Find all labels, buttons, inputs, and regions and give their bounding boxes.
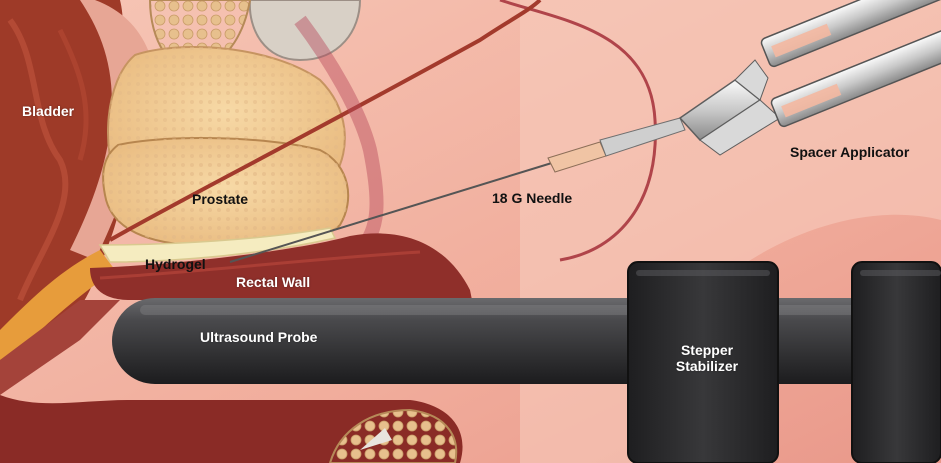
needle-label: 18 G Needle [492, 190, 572, 206]
stepper-label-line2: Stabilizer [660, 358, 754, 374]
rectal-wall-label: Rectal Wall [236, 274, 310, 290]
ultrasound-probe-label: Ultrasound Probe [200, 329, 317, 345]
prostate-label: Prostate [192, 191, 248, 207]
bladder-label: Bladder [22, 103, 74, 119]
spacer-applicator-label: Spacer Applicator [790, 144, 909, 160]
stepper-stabilizer-label: Stepper Stabilizer [660, 342, 754, 374]
hydrogel-label: Hydrogel [145, 256, 206, 272]
stepper-label-line1: Stepper [660, 342, 754, 358]
